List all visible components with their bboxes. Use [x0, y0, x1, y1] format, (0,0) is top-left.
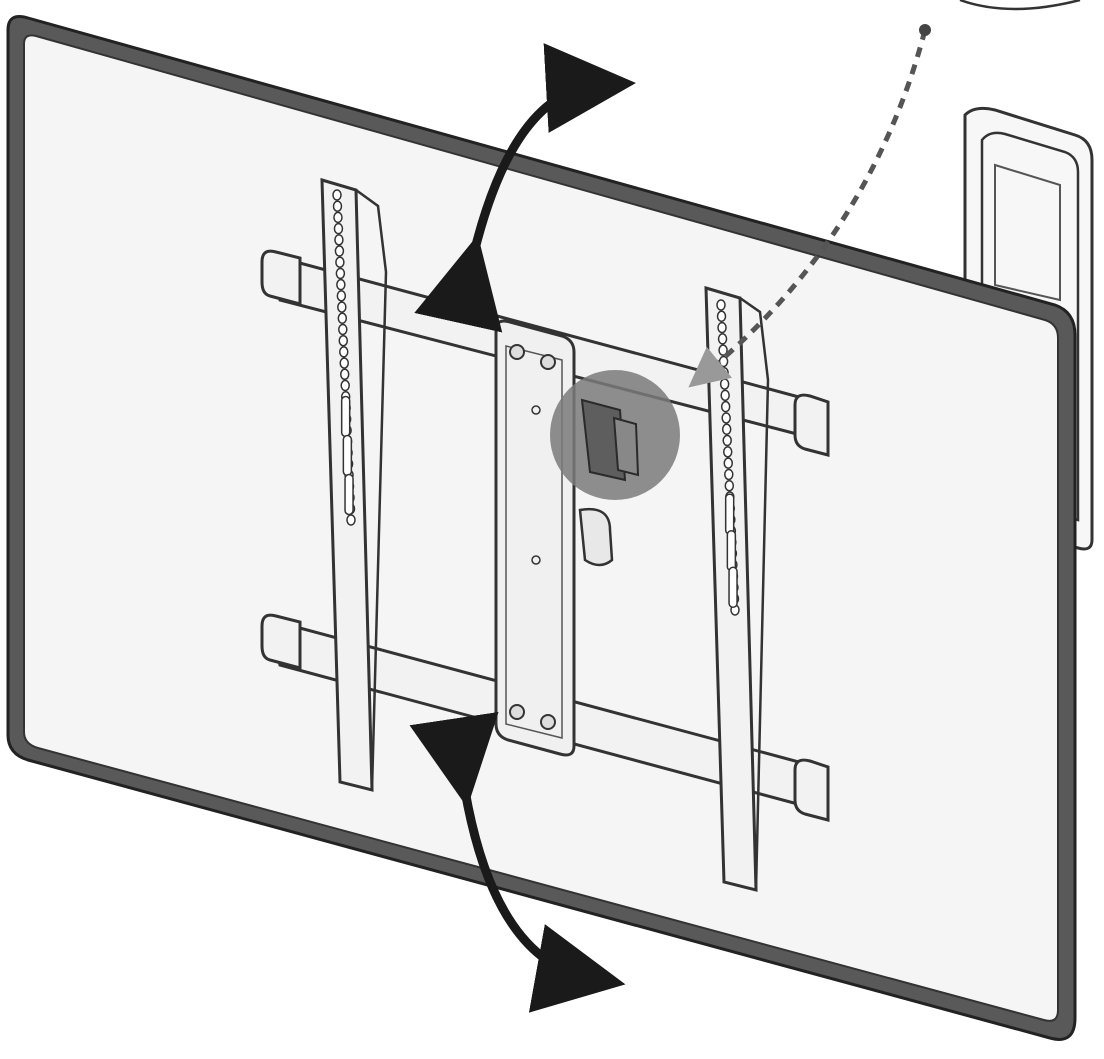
- bracket-hole: [720, 400, 731, 413]
- bracket-hole: [334, 234, 344, 246]
- bracket-hole: [720, 389, 730, 402]
- bracket-hole: [340, 379, 350, 392]
- bracket-hole: [337, 301, 347, 313]
- bracket-hole: [336, 290, 347, 302]
- bracket-hole: [339, 357, 349, 369]
- bracket-slot: [728, 566, 738, 609]
- bracket-hole: [339, 346, 349, 358]
- bracket-hole: [721, 412, 731, 424]
- tilt-arrow-bottom: [409, 711, 626, 1013]
- bracket-slot: [340, 395, 351, 438]
- bracket-hole: [719, 378, 730, 390]
- tilt-arrow-top: [414, 43, 636, 333]
- bracket-slot: [344, 473, 354, 516]
- bracket-hole: [336, 278, 346, 291]
- bracket-hole: [724, 468, 734, 481]
- bracket-slot: [724, 493, 735, 535]
- bracket-hole: [722, 446, 733, 458]
- bracket-hole: [716, 310, 727, 323]
- vertical-bracket-left: [320, 177, 388, 792]
- bracket-hole: [719, 367, 729, 379]
- bracket-hole: [335, 256, 345, 268]
- highlight-circle: [550, 370, 680, 500]
- bracket-hole: [332, 200, 343, 212]
- bracket-hole: [716, 299, 726, 311]
- bracket-hole: [333, 222, 344, 235]
- callout-leader-line: [688, 0, 1081, 388]
- bracket-hole: [334, 245, 345, 257]
- bracket-hole: [724, 479, 735, 492]
- bracket-hole: [717, 321, 727, 334]
- bracket-hole: [335, 267, 346, 280]
- bracket-hole: [722, 434, 732, 447]
- bracket-slot: [342, 434, 353, 477]
- bracket-hole: [721, 423, 732, 436]
- bracket-slot: [726, 529, 737, 572]
- bracket-hole: [718, 355, 729, 368]
- bracket-hole: [346, 514, 356, 526]
- bracket-hole: [333, 211, 343, 224]
- bracket-hole: [332, 189, 342, 201]
- bracket-hole: [717, 333, 728, 345]
- bracket-hole: [338, 334, 349, 347]
- bracket-hole: [337, 312, 348, 325]
- bracket-hole: [723, 457, 734, 469]
- bracket-hole: [339, 368, 350, 381]
- bracket-hole: [338, 323, 348, 336]
